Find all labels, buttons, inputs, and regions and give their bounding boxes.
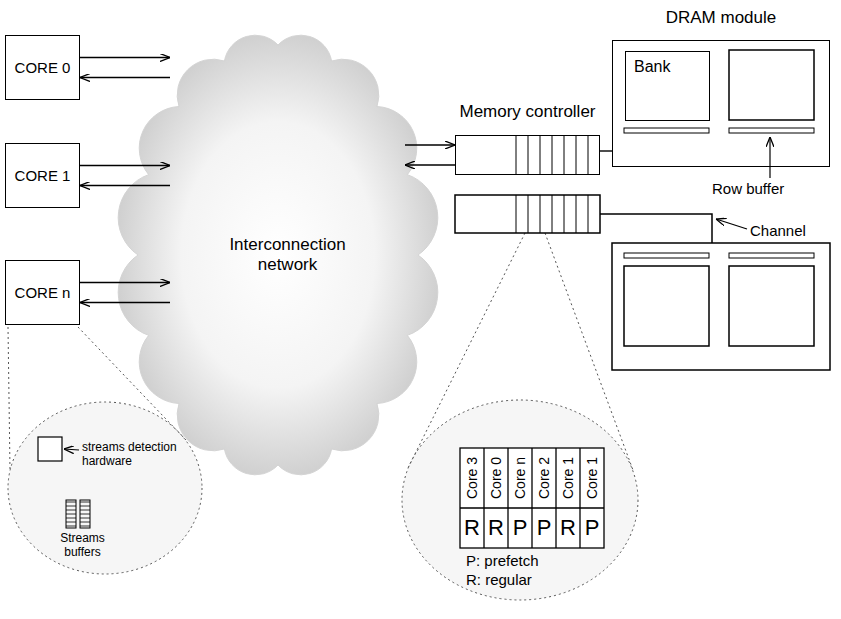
detector-box — [38, 437, 62, 461]
node-label: CORE 1 — [15, 167, 71, 184]
line-part — [564, 135, 565, 175]
node-label: CORE n — [15, 284, 71, 301]
table-header: Core 3 — [464, 457, 480, 499]
core-box: CORE n — [5, 260, 80, 325]
line-part — [540, 195, 541, 233]
connector-arrow — [80, 165, 170, 166]
line-part — [552, 195, 553, 233]
line-part — [528, 195, 529, 233]
zoom-circle — [8, 402, 202, 574]
heading-text: DRAM module — [666, 8, 777, 28]
connector-arrow — [80, 185, 170, 186]
connector-arrow — [80, 302, 170, 303]
rect-part — [624, 253, 709, 258]
line-part — [516, 135, 517, 175]
pointer-arrow — [716, 219, 747, 229]
line-part — [588, 195, 589, 233]
table-header: Core n — [512, 457, 528, 499]
rect-part — [66, 500, 76, 528]
table-cell: R — [488, 515, 504, 540]
rect-part — [455, 195, 600, 233]
table-cell: R — [560, 515, 576, 540]
line-part — [576, 135, 577, 175]
annotation-label: R: regular — [466, 571, 532, 588]
line-part — [516, 195, 517, 233]
table-cell: P — [537, 515, 552, 540]
rect-part — [624, 266, 709, 346]
row-buffer — [729, 128, 814, 133]
core-box: CORE 0 — [5, 35, 80, 100]
table-cell: P — [513, 515, 528, 540]
bank-box: Bank — [625, 51, 710, 121]
dram-module: BankDRAM module — [612, 40, 830, 167]
line-part — [555, 448, 556, 548]
table-header: Core 0 — [488, 457, 504, 499]
annotation-label: P: prefetch — [466, 552, 539, 569]
line-part — [552, 135, 553, 175]
bank-box — [729, 50, 814, 120]
line-part — [528, 135, 529, 175]
line-part — [531, 448, 532, 548]
annotation-label: streams detection hardware — [82, 441, 194, 469]
node-label: CORE 0 — [15, 59, 71, 76]
annotation-label: Streams buffers — [45, 532, 120, 560]
line-part — [564, 195, 565, 233]
row-buffer — [624, 128, 709, 133]
queue-table — [460, 448, 604, 548]
zoom-circle — [402, 400, 638, 600]
line-part — [483, 448, 484, 548]
connector-arrow — [405, 164, 455, 165]
queue-slots — [516, 135, 588, 175]
table-cell: R — [464, 515, 480, 540]
connector-arrow — [600, 150, 612, 151]
connector-arrow — [80, 282, 170, 283]
node-label: Interconnection network — [213, 235, 363, 274]
queue-box — [455, 195, 600, 233]
line-part — [579, 448, 580, 548]
cloud-outline — [118, 35, 438, 475]
pointer-arrow — [64, 449, 79, 450]
rect-part — [612, 243, 830, 370]
connector-arrow — [80, 77, 170, 78]
table-header: Core 2 — [536, 457, 552, 499]
line-part — [576, 195, 577, 233]
stream-buffer-icon — [66, 500, 90, 528]
line-part — [8, 327, 10, 470]
annotation-label: Channel — [750, 222, 806, 239]
heading-text: Memory controller — [459, 102, 595, 122]
rect-part — [80, 500, 90, 528]
dram-module — [612, 243, 830, 370]
pointer-arrow — [769, 137, 770, 178]
table-header: Core 1 — [584, 457, 600, 499]
line-part — [460, 507, 604, 508]
network-cloud: Interconnection network — [170, 20, 405, 490]
table-cell: P — [585, 515, 600, 540]
connector-arrow — [80, 57, 170, 58]
rect-part — [729, 253, 814, 258]
line-part — [540, 135, 541, 175]
table-header: Core 1 — [560, 457, 576, 499]
rect-part — [729, 266, 814, 346]
line-part — [507, 448, 508, 548]
channel-wire — [600, 214, 712, 243]
line-part — [588, 135, 589, 175]
connector-arrow — [405, 144, 455, 145]
annotation-label: Row buffer — [712, 180, 784, 197]
rect-part — [460, 448, 604, 548]
core-box: CORE 1 — [5, 143, 80, 208]
queue-box: Memory controller — [455, 135, 600, 175]
node-label: Bank — [634, 58, 670, 76]
